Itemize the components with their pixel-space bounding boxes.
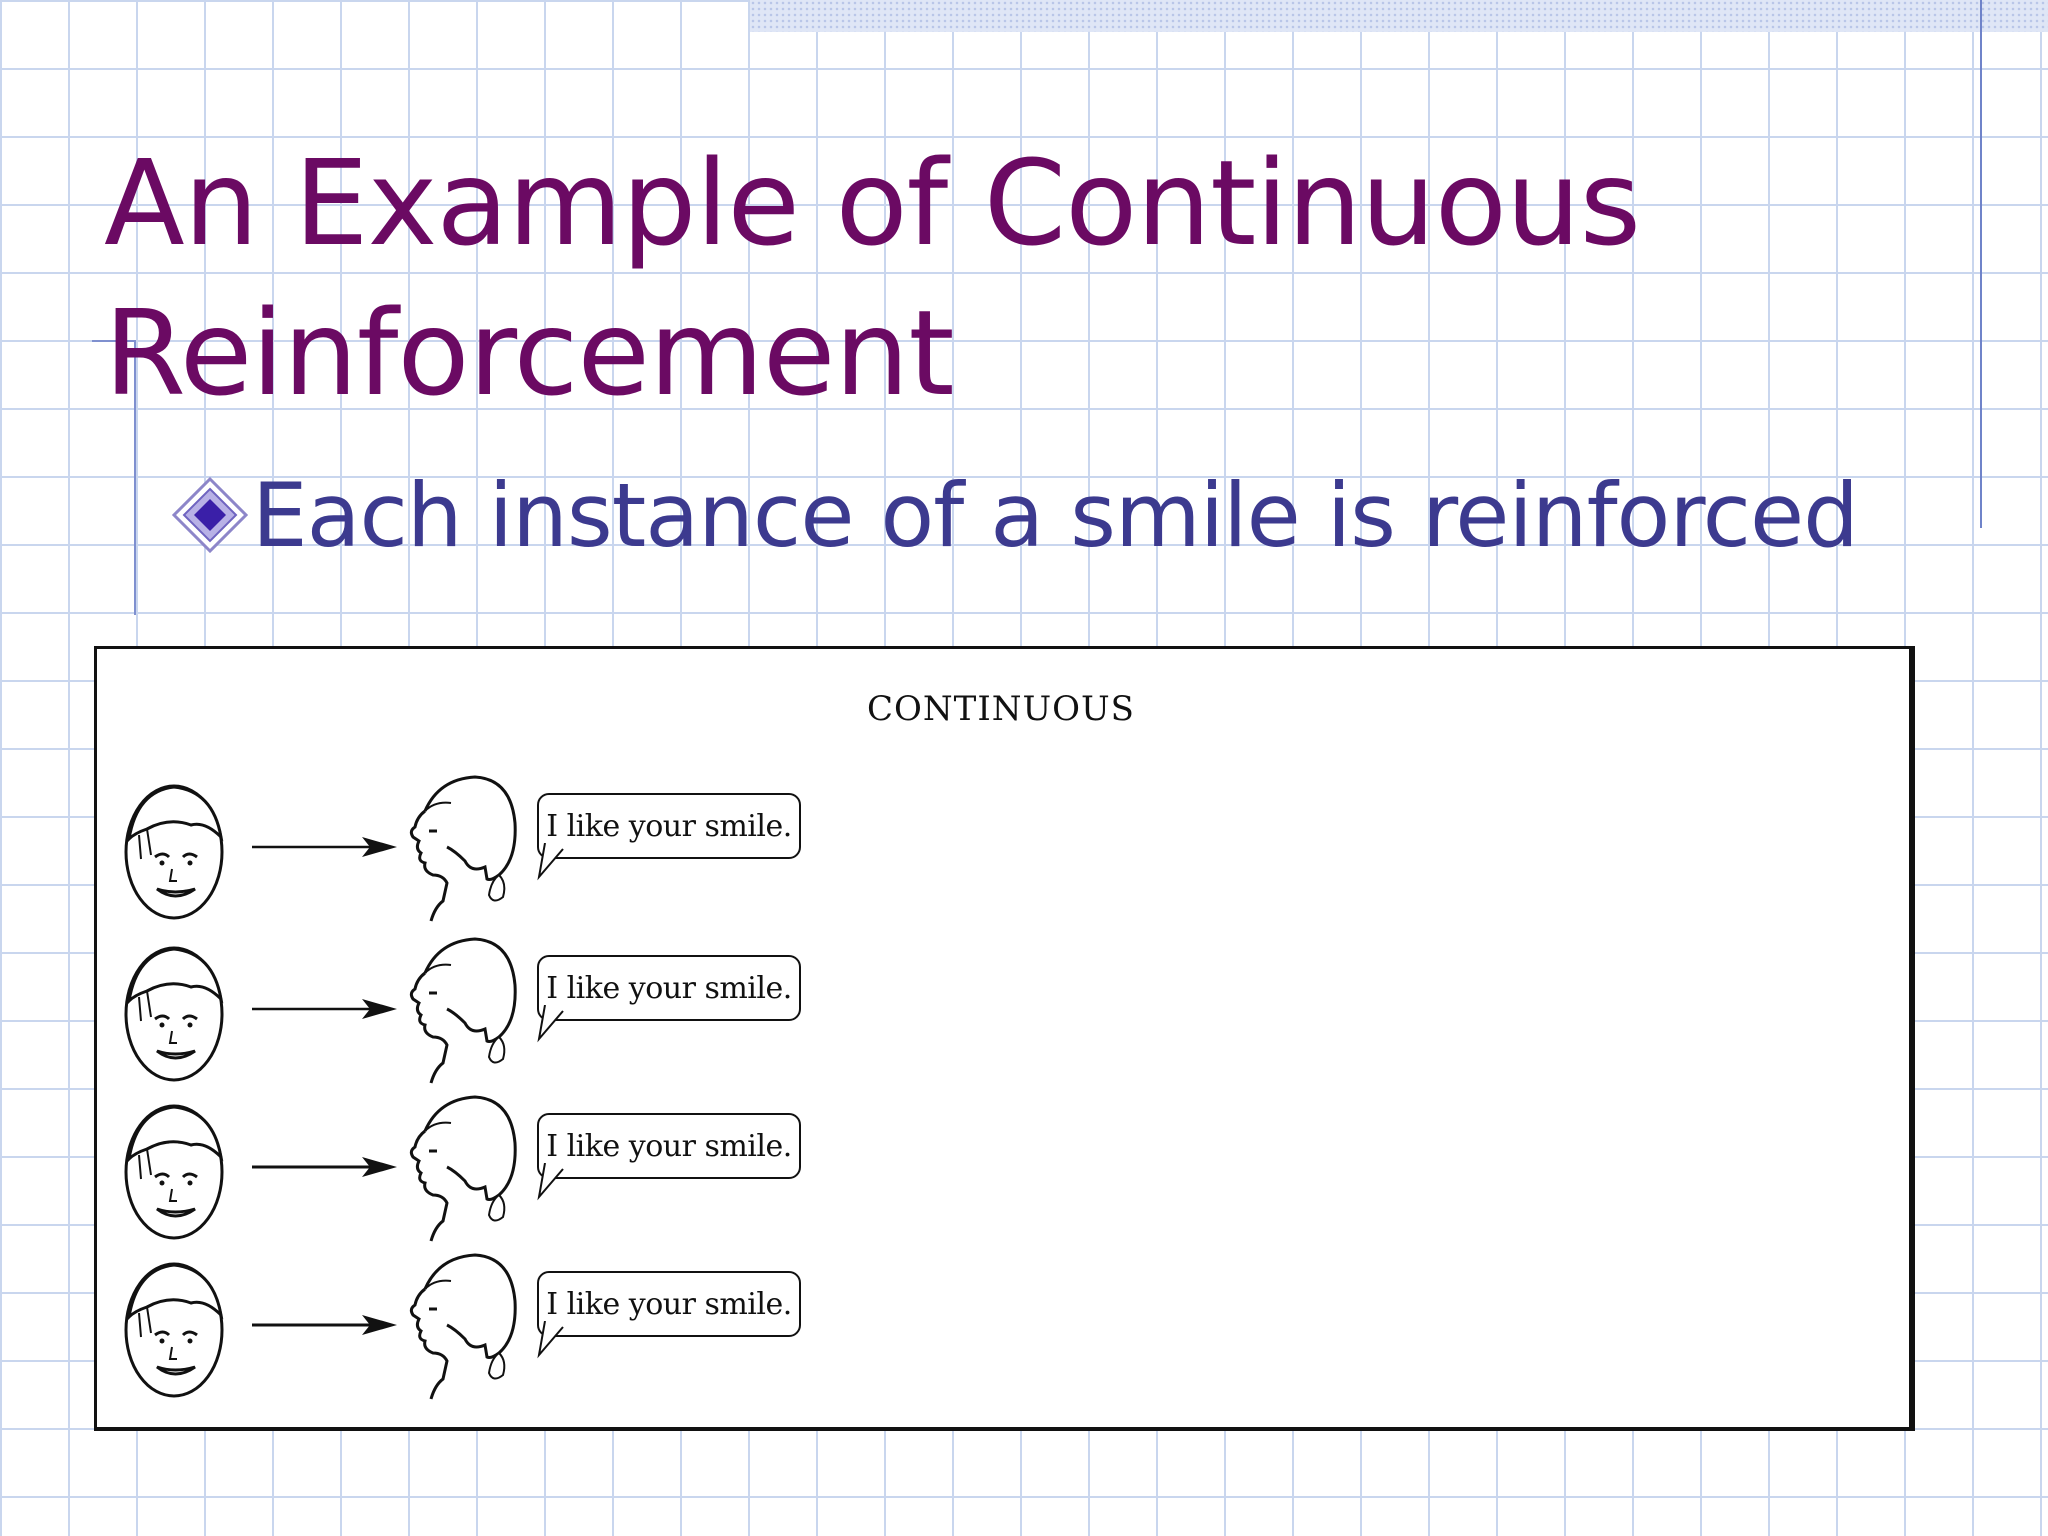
speech-bubble: I like your smile. [537, 955, 801, 1021]
listener-face-profile-icon [409, 1095, 517, 1242]
listener-face-profile-icon [409, 937, 517, 1084]
arrow-right-icon [252, 1315, 397, 1335]
arrow-right-icon [252, 837, 397, 857]
bullet-text: Each instance of a smile is reinforced [252, 463, 1859, 567]
reinforcement-row: I like your smile. [117, 937, 877, 1089]
right-vertical-rule [1980, 0, 1982, 528]
speech-bubble-tail [537, 843, 564, 881]
speech-bubble-tail [537, 1163, 564, 1201]
smiling-face-front-icon [124, 1262, 224, 1398]
reinforcement-row: I like your smile. [117, 1253, 877, 1405]
listener-face-profile-icon [409, 1253, 517, 1400]
reinforcement-row: I like your smile. [117, 775, 877, 927]
speech-bubble: I like your smile. [537, 1113, 801, 1179]
speech-bubble-tail [537, 1005, 564, 1043]
smiling-face-front-icon [124, 1104, 224, 1240]
reinforcement-row: I like your smile. [117, 1095, 877, 1247]
figure-heading: CONTINUOUS [867, 689, 1135, 729]
arrow-right-icon [252, 1157, 397, 1177]
top-decorative-band [750, 0, 2048, 32]
bullet-item: Each instance of a smile is reinforced [171, 460, 1859, 570]
smiling-face-front-icon [124, 946, 224, 1082]
listener-face-profile-icon [409, 775, 517, 922]
speech-bubble-tail [537, 1321, 564, 1359]
left-vertical-rule [134, 340, 136, 615]
continuous-reinforcement-figure: CONTINUOUS I like your smile. [94, 646, 1915, 1431]
diamond-bullet-icon [171, 476, 249, 554]
arrow-right-icon [252, 999, 397, 1019]
left-horizontal-rule [92, 340, 136, 342]
slide-title: An Example of Continuous Reinforcement [104, 134, 1641, 422]
speech-bubble: I like your smile. [537, 1271, 801, 1337]
smiling-face-front-icon [124, 784, 224, 920]
speech-bubble: I like your smile. [537, 793, 801, 859]
